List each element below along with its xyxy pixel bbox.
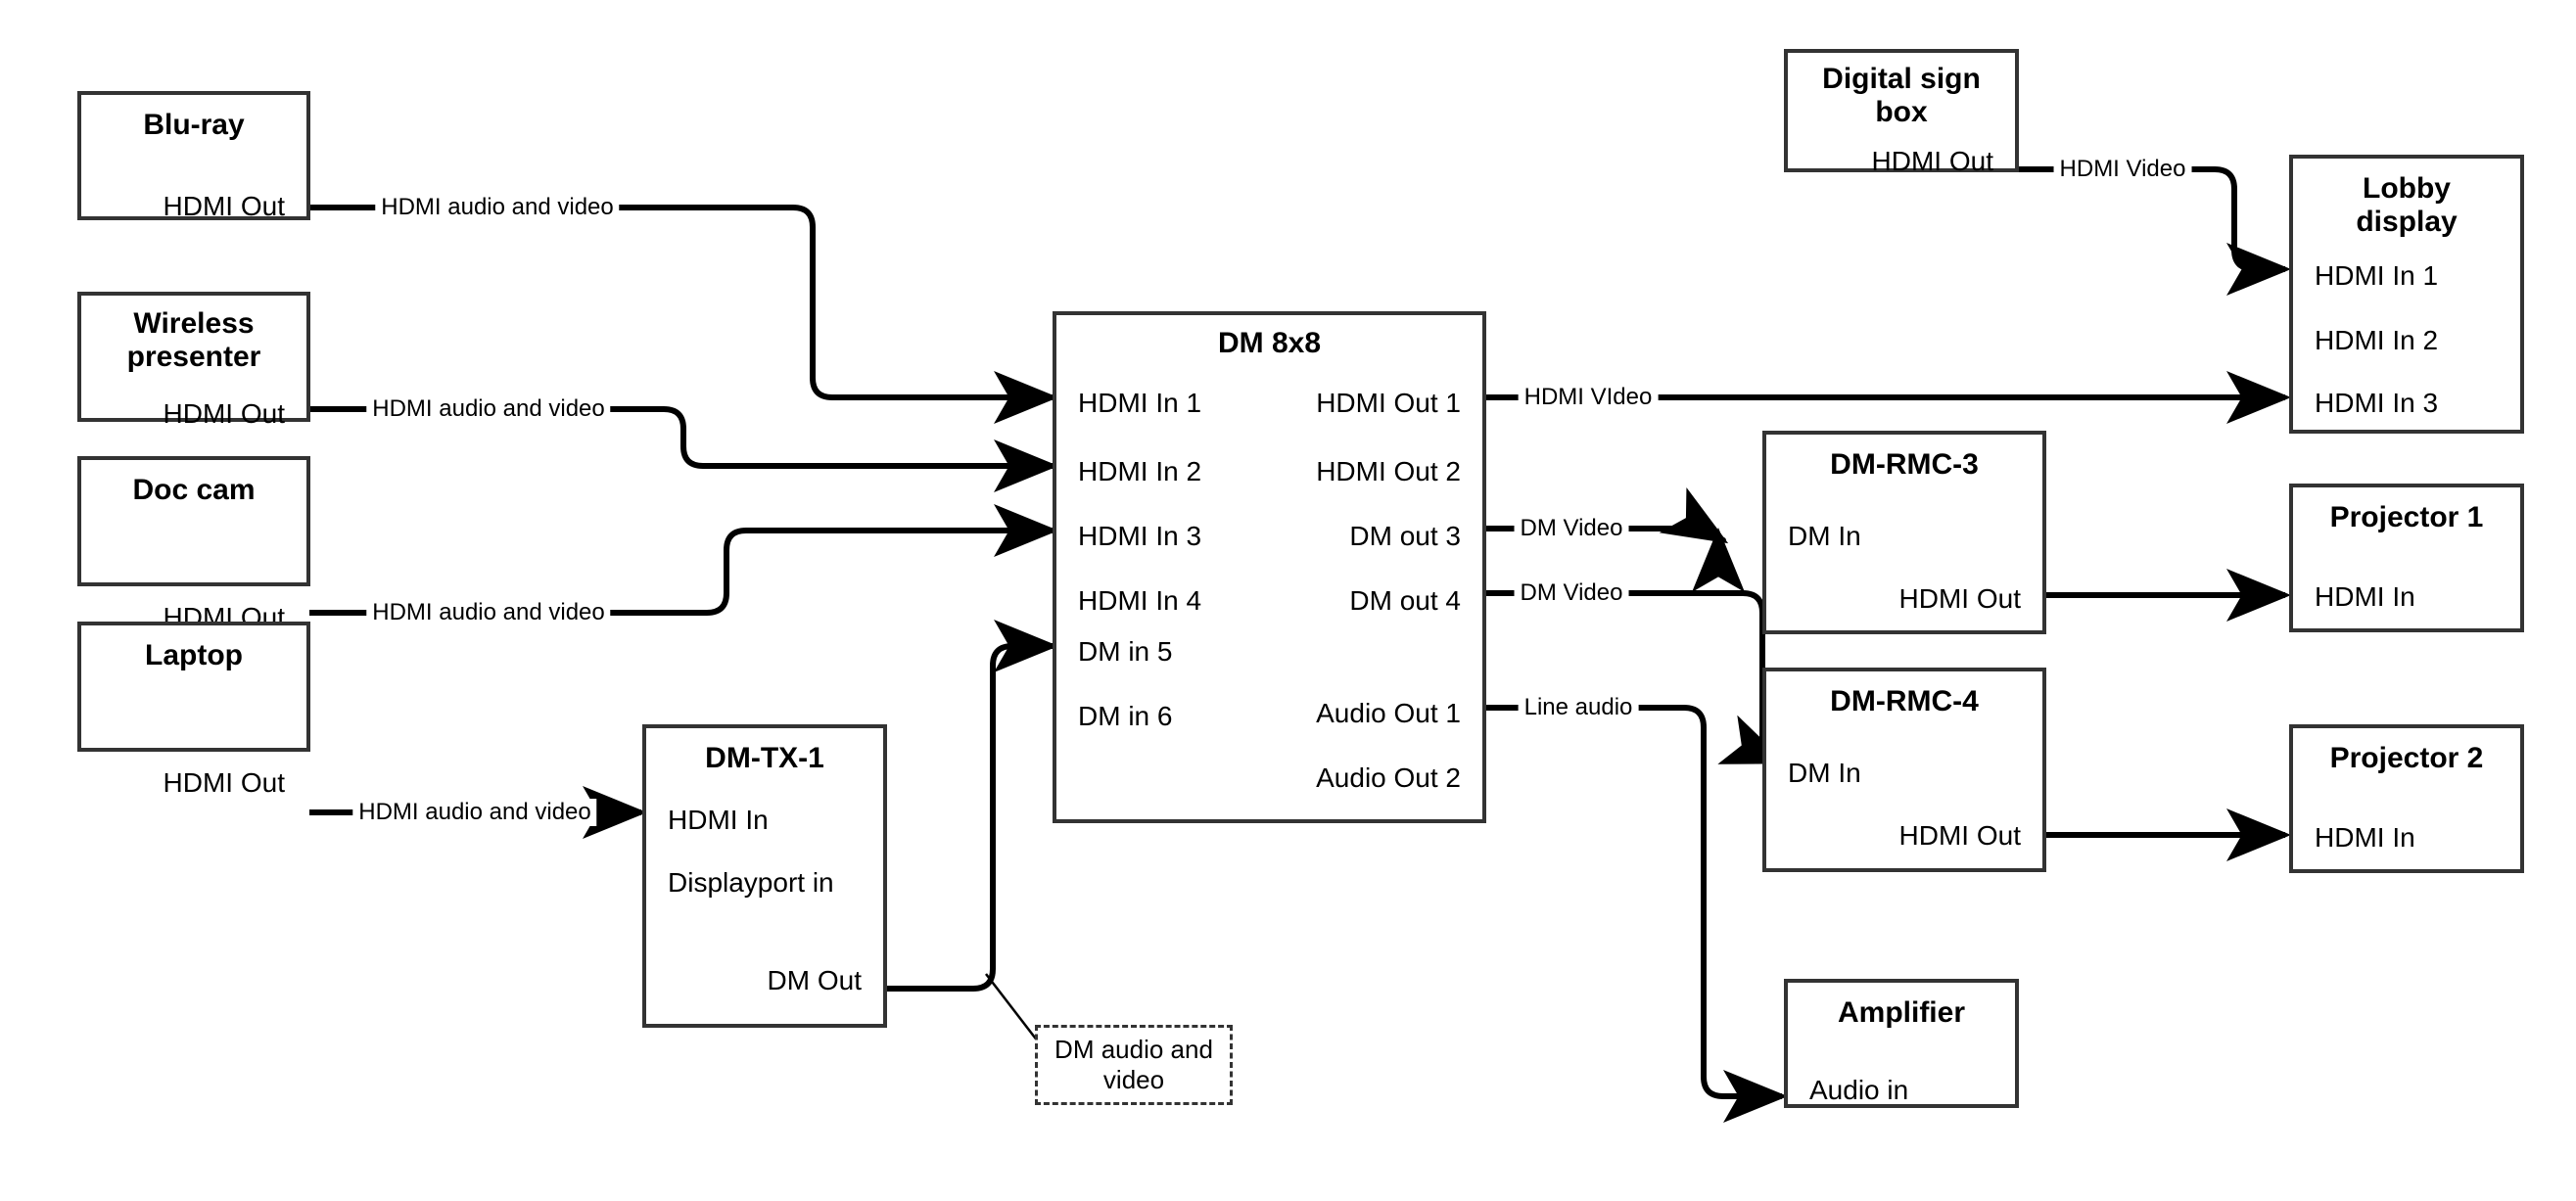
node-projector-2[interactable]: Projector 2 HDMI In — [2289, 724, 2524, 873]
node-dm-8x8-input-hdmi-in-3: HDMI In 3 — [1078, 521, 1202, 551]
node-dm-8x8-input-hdmi-in-1: HDMI In 1 — [1078, 388, 1202, 418]
node-dm-tx-1-port-hdmi-in: HDMI In — [668, 805, 769, 835]
wire-label-wireless-to-hdmi-in-2: HDMI audio and video — [366, 395, 611, 423]
node-dm-8x8-title: DM 8x8 — [1217, 327, 1322, 359]
node-lobby-display[interactable]: Lobby display HDMI In 1 HDMI In 2 HDMI I… — [2289, 155, 2524, 434]
wire-label-audio-out-1-to-amplifier: Line audio — [1518, 694, 1639, 721]
node-amplifier-title: Amplifier — [1837, 996, 1966, 1029]
wire-dmtx1-to-dm-in-5 — [887, 620, 1058, 992]
callout-dm-audio-and-video: DM audio and video — [1035, 1025, 1233, 1105]
node-lobby-display-title: Lobby display — [2356, 172, 2458, 238]
node-laptop[interactable]: Laptop HDMI Out — [77, 622, 310, 798]
node-dm-tx-1-port-dm-out: DM Out — [767, 965, 862, 995]
node-dm-8x8-input-dm-in-5: DM in 5 — [1078, 636, 1173, 667]
node-digital-sign-box[interactable]: Digital sign box HDMI Out — [1784, 49, 2019, 176]
node-dm-rmc-3-port-hdmi-out: HDMI Out — [1898, 583, 2021, 614]
wire-label-hdmi-out-1-to-lobby: HDMI VIdeo — [1518, 384, 1659, 411]
node-doc-cam[interactable]: Doc cam HDMI Out — [77, 456, 310, 632]
node-projector-2-title: Projector 2 — [2329, 742, 2484, 774]
node-laptop-port-hdmi-out: HDMI Out — [163, 767, 285, 798]
node-dm-8x8-output-hdmi-out-2: HDMI Out 2 — [1316, 456, 1461, 486]
node-dm-8x8-output-audio-out-1: Audio Out 1 — [1316, 698, 1461, 728]
node-bluray-port-hdmi-out: HDMI Out — [163, 191, 285, 221]
wire-label-bluray-to-hdmi-in-1: HDMI audio and video — [375, 194, 620, 221]
node-dm-rmc-4-port-hdmi-out: HDMI Out — [1898, 820, 2021, 851]
node-laptop-title: Laptop — [145, 639, 243, 671]
node-digital-sign-box-port-hdmi-out: HDMI Out — [1871, 146, 1993, 176]
node-dm-8x8-output-dm-out-3: DM out 3 — [1349, 521, 1461, 551]
node-dm-8x8-output-hdmi-out-1: HDMI Out 1 — [1316, 388, 1461, 418]
node-dm-tx-1-title: DM-TX-1 — [705, 742, 824, 774]
wire-wireless-to-hdmi-in-2 — [309, 406, 1058, 492]
node-projector-1-port-hdmi-in: HDMI In — [2315, 581, 2415, 612]
node-projector-2-port-hdmi-in: HDMI In — [2315, 822, 2415, 853]
node-dm-8x8-input-hdmi-in-4: HDMI In 4 — [1078, 585, 1202, 616]
wire-bluray-to-hdmi-in-1 — [309, 205, 1058, 424]
wire-audio-out-1-to-amplifier — [1486, 705, 1788, 1123]
node-projector-1-title: Projector 1 — [2329, 501, 2484, 533]
node-dm-8x8[interactable]: DM 8x8 HDMI In 1 HDMI In 2 HDMI In 3 HDM… — [1053, 311, 1486, 823]
node-dm-rmc-4-title: DM-RMC-4 — [1830, 685, 1979, 717]
wire-label-doccam-to-hdmi-in-3: HDMI audio and video — [366, 599, 611, 626]
node-dm-tx-1[interactable]: DM-TX-1 HDMI In Displayport in DM Out — [642, 724, 887, 1028]
node-dm-8x8-output-dm-out-4: DM out 4 — [1349, 585, 1461, 616]
node-amplifier-port-audio-in: Audio in — [1809, 1075, 1909, 1105]
node-wireless-presenter-title: Wireless presenter — [126, 307, 261, 373]
node-amplifier[interactable]: Amplifier Audio in — [1784, 979, 2019, 1108]
node-digital-sign-box-title: Digital sign box — [1822, 63, 1981, 128]
node-wireless-presenter[interactable]: Wireless presenter HDMI Out — [77, 292, 310, 429]
wire-label-dm-out-4-to-dmrmc4: DM Video — [1514, 579, 1629, 607]
wire-dm-out-4-to-dmrmc4 — [1486, 590, 1821, 786]
node-dm-rmc-4-port-dm-in: DM In — [1788, 758, 1861, 788]
wire-label-laptop-to-dmtx1: HDMI audio and video — [352, 799, 597, 826]
node-doc-cam-title: Doc cam — [132, 474, 256, 506]
node-dm-8x8-output-audio-out-2: Audio Out 2 — [1316, 762, 1461, 793]
node-dm-rmc-4[interactable]: DM-RMC-4 DM In HDMI Out — [1762, 668, 2046, 872]
wire-sign-to-lobby-hdmi-in-1 — [2019, 166, 2291, 296]
node-dm-8x8-input-hdmi-in-2: HDMI In 2 — [1078, 456, 1202, 486]
node-dm-tx-1-port-displayport-in: Displayport in — [668, 867, 834, 898]
wire-label-dm-out-3-to-dmrmc3: DM Video — [1514, 515, 1629, 542]
node-bluray[interactable]: Blu-ray HDMI Out — [77, 91, 310, 221]
node-lobby-display-port-hdmi-in-3: HDMI In 3 — [2315, 388, 2439, 418]
wire-doccam-to-hdmi-in-3 — [309, 504, 1058, 616]
node-bluray-title: Blu-ray — [143, 109, 245, 141]
node-dm-8x8-input-dm-in-6: DM in 6 — [1078, 701, 1173, 731]
node-wireless-presenter-port-hdmi-out: HDMI Out — [163, 398, 285, 429]
node-dm-rmc-3-port-dm-in: DM In — [1788, 521, 1861, 551]
wire-label-sign-to-lobby: HDMI Video — [2053, 156, 2192, 183]
node-lobby-display-port-hdmi-in-1: HDMI In 1 — [2315, 260, 2439, 291]
node-dm-rmc-3[interactable]: DM-RMC-3 DM In HDMI Out — [1762, 431, 2046, 634]
wire-stub-dmrmc3-entry — [1659, 486, 1729, 544]
node-dm-rmc-3-title: DM-RMC-3 — [1830, 448, 1979, 481]
node-projector-1[interactable]: Projector 1 HDMI In — [2289, 484, 2524, 632]
node-lobby-display-port-hdmi-in-2: HDMI In 2 — [2315, 325, 2439, 355]
